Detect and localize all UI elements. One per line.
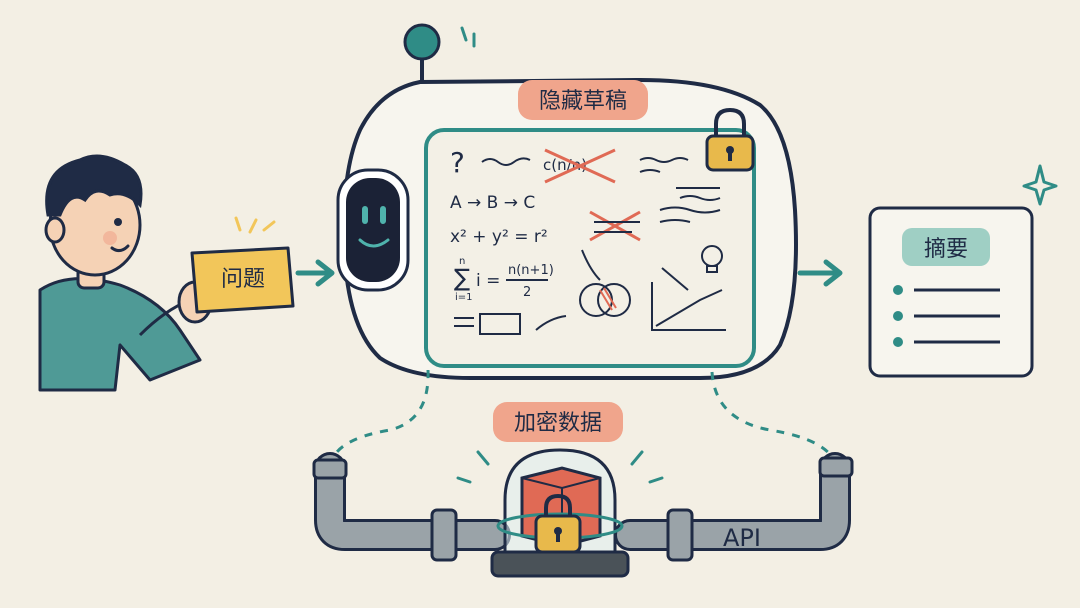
draft-question-mark: ? [450,146,465,179]
encrypted-data-tag: 加密数据 [493,402,623,442]
summary-label: 摘要 [924,237,968,262]
encrypted-data-vault [456,448,664,578]
vault-lock-icon [534,493,582,554]
draft-sum-denominator: 2 [523,285,531,300]
antenna-icon [403,23,441,61]
api-pipeline: API [312,452,854,562]
draft-notes: ? c(n/n) A → B → C x² + y² = r² n ∑ i = … [450,146,726,335]
draft-chain: A → B → C [450,193,535,213]
card-sparkle-icon [234,216,276,234]
left-data-link [328,369,430,471]
hidden-draft-tag: 隐藏草稿 [518,80,648,120]
encrypted-data-label: 加密数据 [514,411,602,436]
arrow-to-model-icon [295,259,335,287]
hidden-draft-label: 隐藏草稿 [539,89,627,114]
draft-struck-formula: c(n/n) [543,156,587,174]
svg-text:∑: ∑ [454,264,470,292]
question-card-label: 问题 [221,267,265,292]
draft-lock-icon [705,107,755,172]
robot-face-screen [346,178,400,282]
draft-pythagoras: x² + y² = r² [450,227,548,247]
draft-sum-numerator: n(n+1) [508,263,554,278]
question-card: 问题 [190,216,295,314]
draft-sum-lower: i=1 [455,292,473,303]
right-data-link [710,371,838,467]
sparkle-icon [1022,164,1058,206]
summary-card: 摘要 [868,164,1058,378]
draft-sum-upper: n [459,256,465,267]
api-label: API [723,524,761,552]
arrow-to-summary-icon [797,259,843,287]
model-robot [336,23,798,380]
person-illustration [38,154,213,392]
draft-sum-body: i = [476,271,500,291]
hidden-draft-board [424,128,756,368]
